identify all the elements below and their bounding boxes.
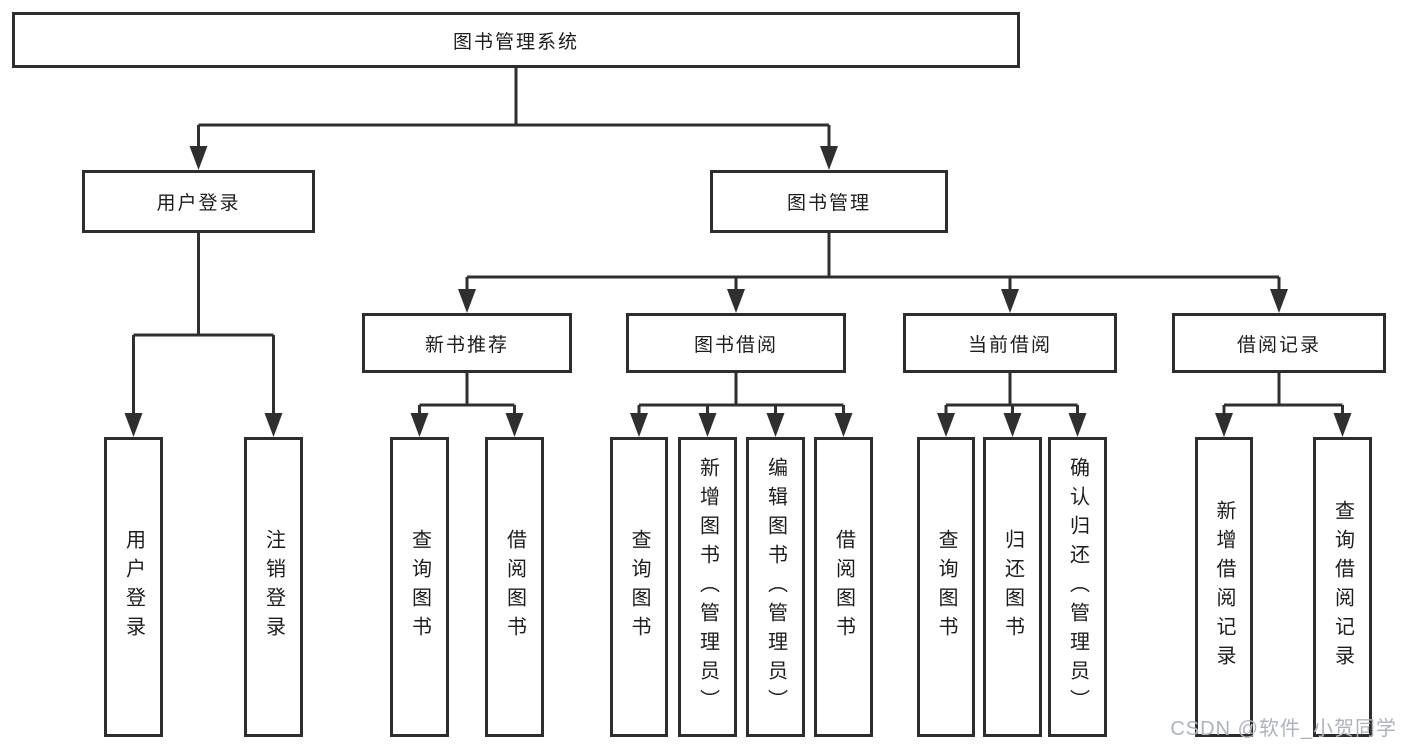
node-label: 确认归还（管理员） [1066,456,1089,718]
node-label: 用户登录 [156,193,241,214]
node-label: 借阅图书 [832,529,855,645]
leaf-confirm-return-admin: 确认归还（管理员） [1048,437,1107,737]
node-label: 编辑图书（管理员） [764,456,787,718]
node-book-borrowing: 图书借阅 [626,313,846,373]
leaf-add-borrow-record: 新增借阅记录 [1195,437,1253,737]
leaf-user-login: 用户登录 [104,437,163,737]
leaf-query-books-borrowing: 查询图书 [610,437,668,737]
node-label: 借阅记录 [1236,334,1321,356]
csdn-watermark: CSDN @软件_小贺同学 [1170,718,1397,740]
node-user-login: 用户登录 [82,170,315,233]
node-label: 查询图书 [408,529,431,645]
node-label: 图书管理 [786,193,871,214]
node-label: 查询借阅记录 [1331,500,1354,674]
leaf-edit-books-admin: 编辑图书（管理员） [746,437,805,737]
node-new-book-recommend: 新书推荐 [362,313,572,373]
node-label: 查询图书 [935,529,957,645]
leaf-add-books-admin: 新增图书（管理员） [678,437,737,737]
node-label: 新增借阅记录 [1213,500,1235,674]
node-label: 查询图书 [628,529,650,645]
leaf-query-borrow-record: 查询借阅记录 [1313,437,1372,737]
node-label: 注销登录 [262,529,285,645]
node-label: 用户登录 [122,529,145,645]
node-label: 新书推荐 [424,334,509,356]
node-label: 归还图书 [1001,529,1024,645]
node-label: 图书管理系统 [452,31,579,53]
leaf-return-books: 归还图书 [983,437,1042,737]
node-book-management: 图书管理 [710,170,948,233]
node-current-borrowing: 当前借阅 [903,313,1117,373]
leaf-query-books-current: 查询图书 [917,437,975,737]
node-root-system: 图书管理系统 [12,12,1020,68]
leaf-logout: 注销登录 [244,437,303,737]
leaf-query-books-recommend: 查询图书 [390,437,449,737]
leaf-borrow-books-borrowing: 借阅图书 [814,437,873,737]
arrowheads [124,146,1352,437]
node-borrowing-records: 借阅记录 [1172,313,1386,373]
node-label: 借阅图书 [503,529,526,645]
node-label: 图书借阅 [693,334,778,356]
node-label: 当前借阅 [967,334,1052,356]
leaf-borrow-books-recommend: 借阅图书 [485,437,544,737]
node-label: 新增图书（管理员） [696,456,719,718]
